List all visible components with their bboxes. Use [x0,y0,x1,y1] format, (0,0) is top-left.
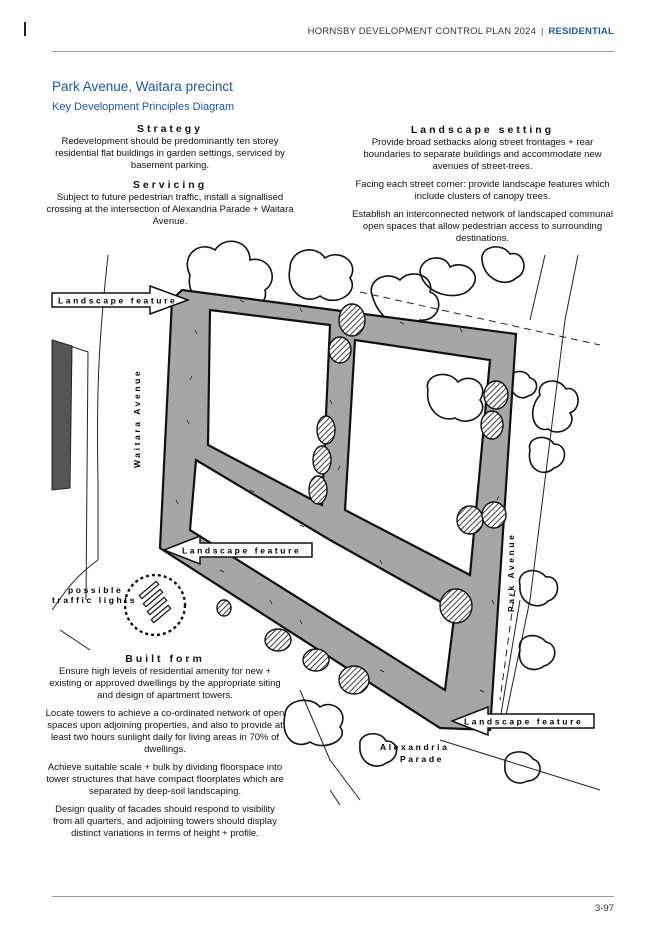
landscape-paragraph: Provide broad setbacks along street fron… [363,137,602,172]
landscape-feature-arrow-mid: Landscape feature [161,534,313,566]
strategy-block: Strategy Redevelopment should be predomi… [50,123,290,178]
built-form-heading: Built form [125,653,205,665]
alexandria-label: Alexandria [380,742,449,752]
svg-text:Landscape feature: Landscape feature [58,296,177,306]
waitara-avenue-label: Waitara Avenue [132,369,142,468]
existing-building [51,339,73,491]
landscape-setting-block: Landscape setting Provide broad setbacks… [350,124,615,251]
header-rule [52,51,614,52]
landscape-setback-band [158,288,518,732]
landscape-feature-arrow-bottom: Landscape feature [449,705,595,737]
park-avenue-label: Park Avenue [506,533,516,612]
street-lines [51,254,601,806]
traffic-lights-label: traffic lights [52,595,137,605]
strategy-heading: Strategy [136,123,203,135]
traffic-lights-crossing [123,573,187,637]
dashed-boundary [499,589,516,701]
page-subtitle: Key Development Principles Diagram [52,101,235,113]
dashed-boundary [359,291,601,346]
header-section: RESIDENTIAL [548,26,614,37]
servicing-text: Subject to future pedestrian traffic, in… [46,192,294,227]
header-document-title: HORNSBY DEVELOPMENT CONTROL PLAN 2024 [307,26,537,37]
servicing-block: Servicing Subject to future pedestrian t… [45,179,295,234]
built-form-block: Built form Ensure high levels of residen… [45,653,285,846]
running-header: HORNSBY DEVELOPMENT CONTROL PLAN 2024 | … [0,26,614,37]
page-number: 3-97 [594,903,614,914]
landscape-setting-heading: Landscape setting [410,124,555,136]
header-separator: | [540,26,544,37]
built-form-paragraph: Ensure high levels of residential amenit… [49,666,281,701]
landscape-paragraph: Facing each street corner: provide lands… [355,179,610,202]
built-form-paragraph: Achieve suitable scale + bulk by dividin… [46,762,284,797]
servicing-heading: Servicing [132,179,208,191]
proposed-canopy-trees [216,303,509,695]
band-texture [175,299,503,693]
strategy-text: Redevelopment should be predominantly te… [55,136,285,171]
footer-rule [52,896,614,897]
page-title: Park Avenue, Waitara precinct [52,79,233,94]
built-form-paragraph: Locate towers to achieve a co-ordinated … [45,708,285,755]
left-margin-mark [24,22,26,36]
landscape-paragraph: Establish an interconnected network of l… [352,209,613,244]
built-form-paragraph: Design quality of facades should respond… [53,804,277,839]
landscape-feature-arrow-top: Landscape feature [51,284,191,316]
possible-label: possible [68,585,123,595]
parade-label: Parade [400,754,444,764]
svg-text:Landscape feature: Landscape feature [182,546,301,556]
svg-text:Landscape feature: Landscape feature [464,717,583,727]
